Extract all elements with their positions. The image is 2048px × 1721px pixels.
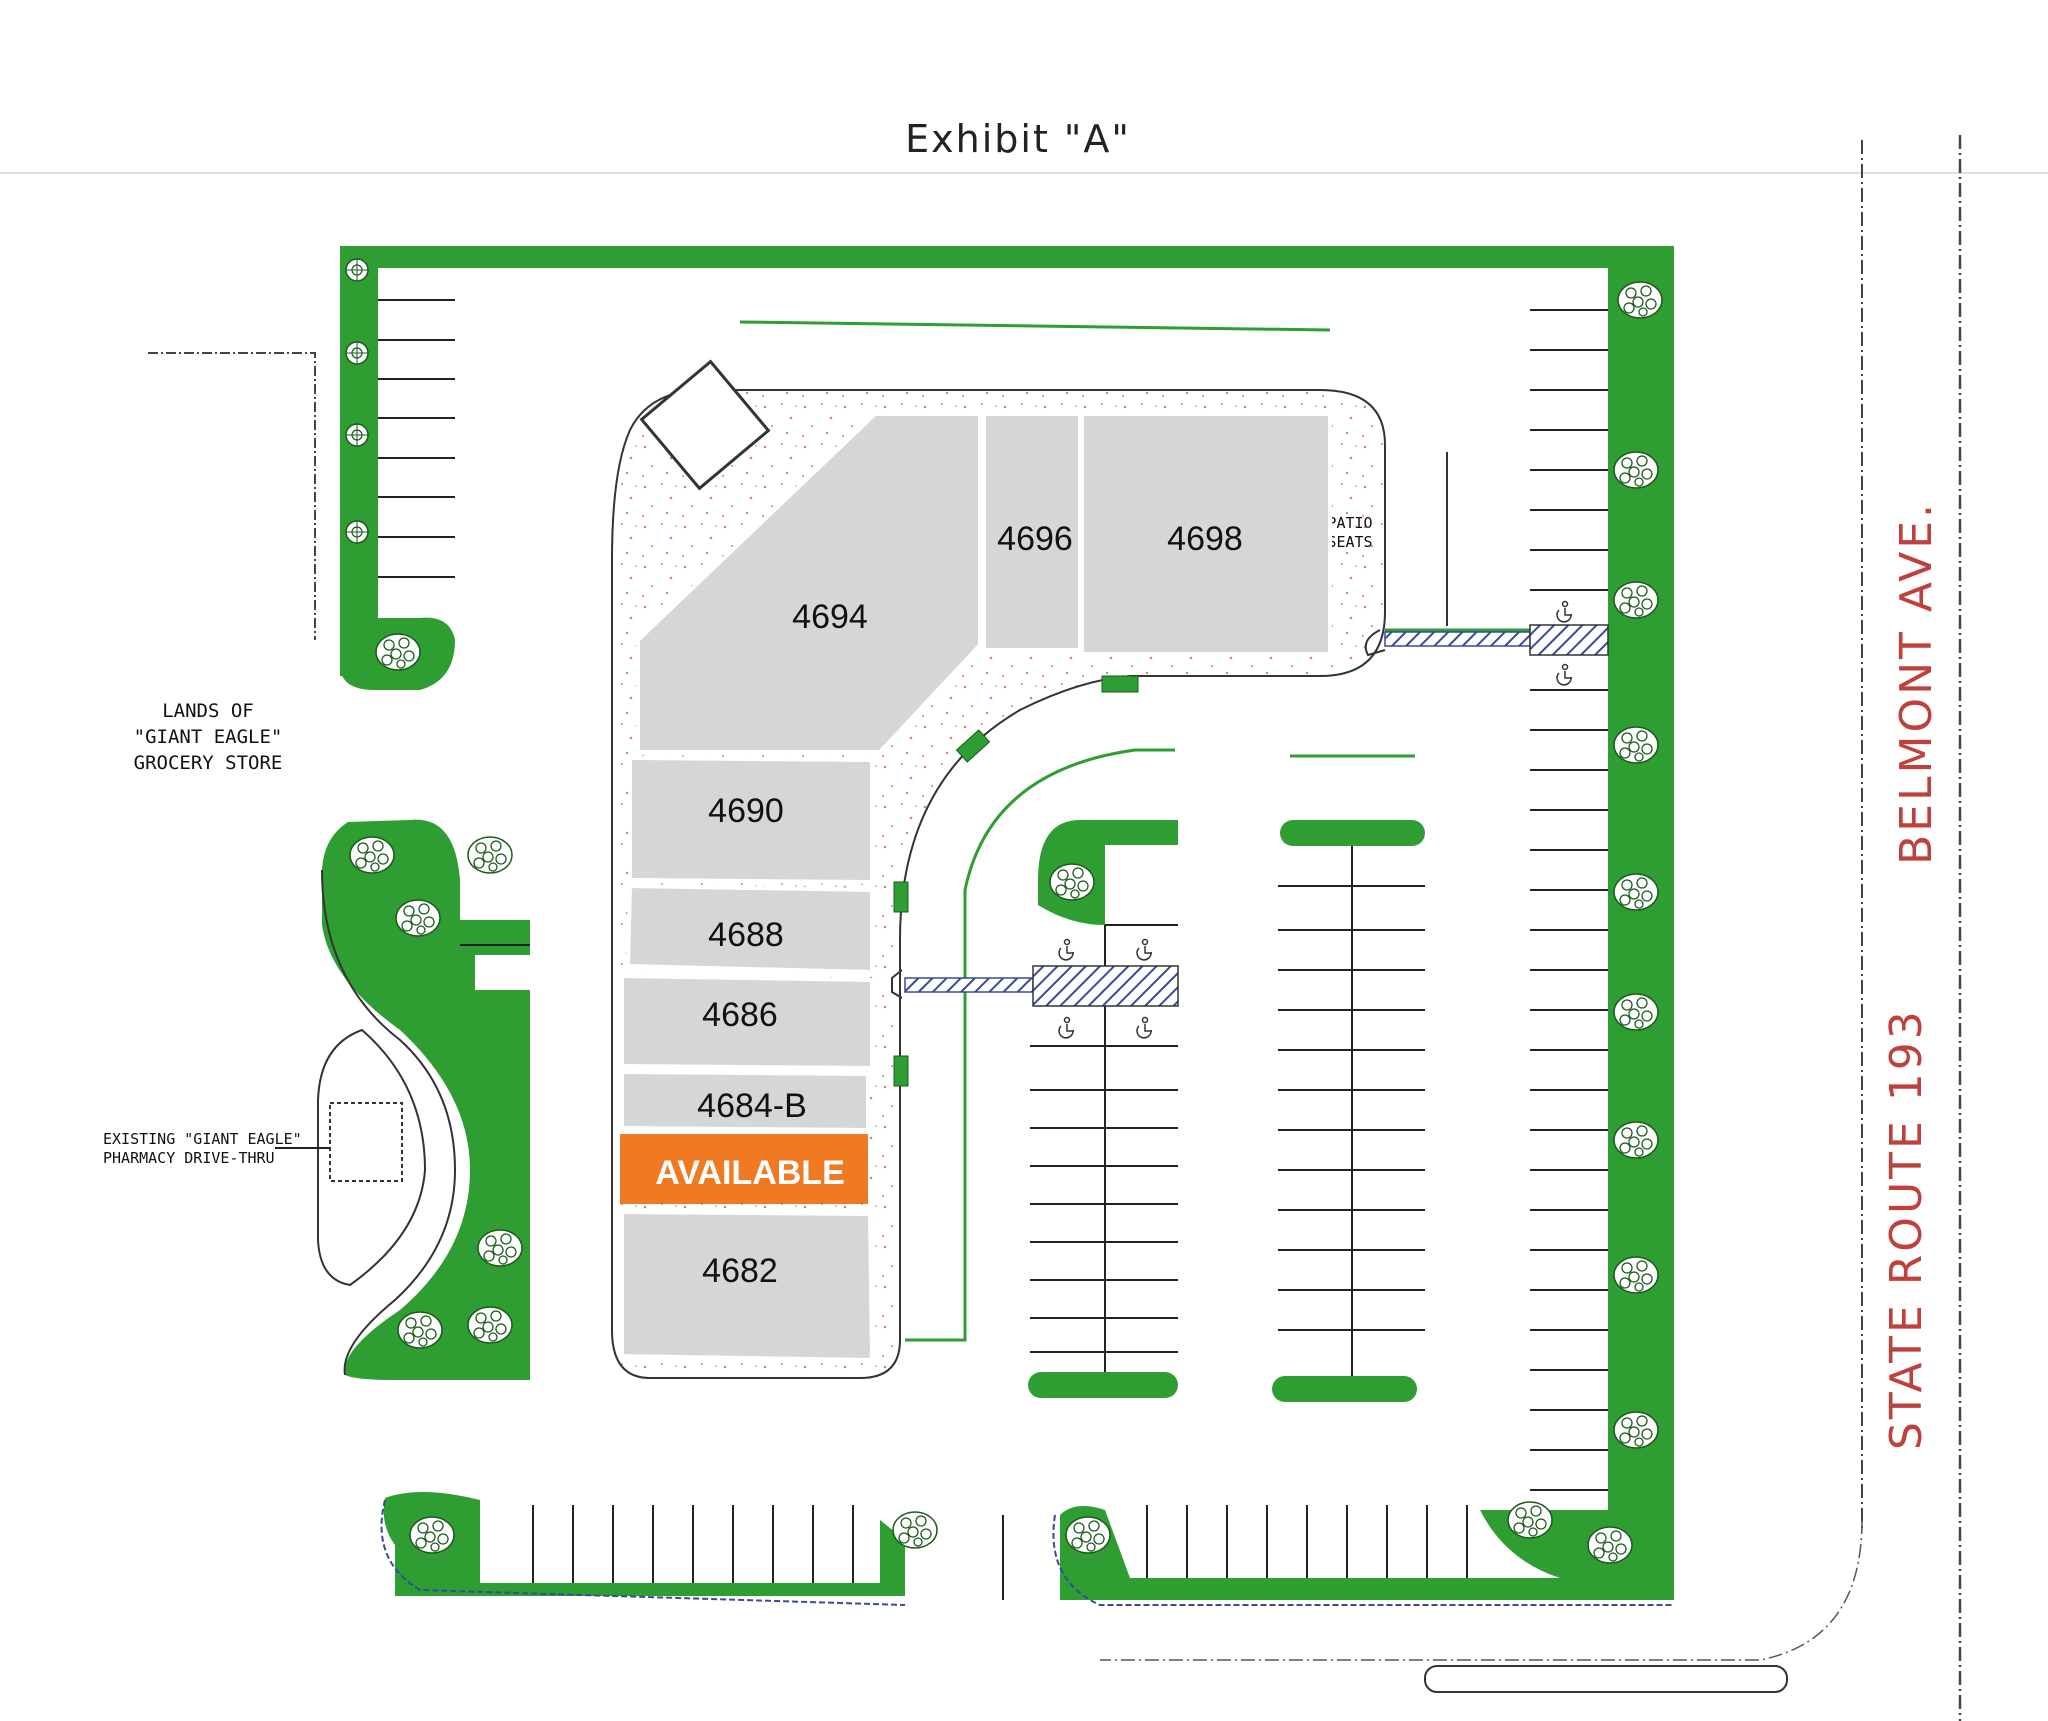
unit-label-4684-b: 4684-B — [697, 1087, 807, 1125]
tenant-units — [620, 412, 1332, 1363]
ramp-middle — [1032, 965, 1179, 1007]
neighbor-label-line1: LANDS OF — [162, 700, 254, 722]
unit-label-4698: 4698 — [1167, 520, 1243, 558]
belmont-ave-label: BELMONT AVE. — [1891, 501, 1942, 865]
island-middle-right-top — [1280, 820, 1425, 846]
unit-label-4686: 4686 — [702, 996, 778, 1034]
unit-4682[interactable] — [620, 1209, 875, 1363]
unit-label-4682: 4682 — [702, 1252, 778, 1290]
middle-parking-stalls — [1030, 885, 1425, 1353]
neighbor-label-line2: "GIANT EAGLE" — [134, 726, 283, 748]
dumpster-enclosure — [639, 359, 771, 491]
entrance-curb — [1100, 1519, 1863, 1661]
left-island-landscaping — [321, 819, 530, 1380]
unit-4688[interactable] — [625, 883, 874, 975]
unit-label-4696: 4696 — [997, 520, 1073, 558]
drive-thru-label-line1: EXISTING "GIANT EAGLE" — [103, 1130, 302, 1148]
unit-4698[interactable] — [1080, 412, 1332, 656]
island-bottom-right — [1272, 1376, 1417, 1402]
drive-aisle-line — [905, 748, 1175, 1342]
patio-label-line2: SEATS — [1327, 533, 1372, 551]
neighbor-label-line3: GROCERY STORE — [134, 752, 283, 774]
exhibit-title: Exhibit "A" — [905, 117, 1131, 161]
unit-label-4694: 4694 — [792, 598, 868, 636]
unit-4684-b[interactable] — [620, 1069, 870, 1133]
bottom-parking-stalls — [532, 1505, 1468, 1600]
unit-available[interactable] — [620, 1134, 868, 1204]
crosswalk-middle — [904, 977, 1034, 993]
unit-4694[interactable] — [636, 412, 982, 754]
planter-top-left — [340, 270, 455, 690]
entry-doors — [893, 675, 1139, 1087]
unit-label-4690: 4690 — [708, 792, 784, 830]
drive-thru-window — [329, 1102, 403, 1182]
state-route-label: STATE ROUTE 193 — [1881, 1008, 1932, 1450]
left-parking-stalls — [378, 299, 455, 578]
patio-label-line1: PATIO — [1327, 514, 1372, 532]
unit-4690[interactable] — [628, 755, 874, 885]
crosswalk-top — [1384, 631, 1531, 647]
unit-4686[interactable] — [620, 973, 874, 1071]
bottom-right-landscaping — [1060, 1506, 1674, 1600]
top-drive-line — [739, 320, 1331, 332]
road-median — [1424, 1665, 1788, 1693]
ramp-top — [1529, 624, 1609, 656]
drive-thru-island — [317, 1028, 427, 1287]
right-parking-stalls — [1530, 309, 1608, 1491]
drive-thru-label-line2: PHARMACY DRIVE-THRU — [103, 1149, 275, 1167]
property-line — [148, 352, 316, 640]
bottom-left-landscaping — [383, 1491, 905, 1596]
unit-label-4688: 4688 — [708, 916, 784, 954]
unit-label-available: AVAILABLE — [655, 1154, 845, 1192]
island-bottom-left — [1028, 1372, 1178, 1398]
